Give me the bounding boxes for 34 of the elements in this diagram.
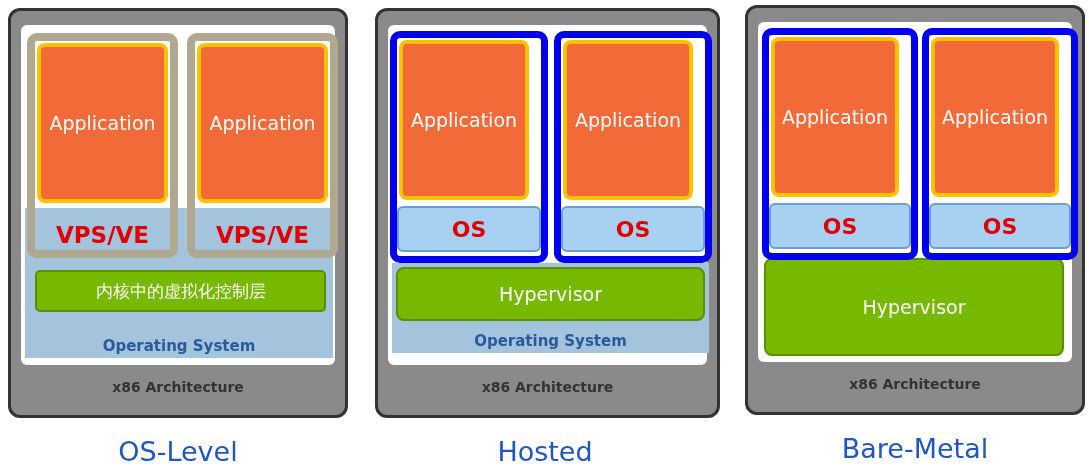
- virtual-machine-frame: [762, 28, 918, 260]
- application-box: Application: [197, 43, 328, 203]
- application-box: Application: [37, 43, 168, 203]
- guest-os-box: OS: [561, 206, 705, 252]
- hardware-panel: [745, 5, 1085, 415]
- hypervisor-layer: Hypervisor: [764, 258, 1064, 356]
- diagram-caption: Hosted: [496, 436, 594, 467]
- virtual-machine-frame: [554, 31, 712, 263]
- diagram-caption: Bare-Metal: [840, 433, 990, 464]
- virtual-machine-frame: [390, 31, 548, 263]
- kernel-virtualization-layer: 内核中的虚拟化控制层: [35, 270, 326, 312]
- host-os-layer: [25, 208, 333, 358]
- hardware-label: x86 Architecture: [848, 376, 982, 392]
- hardware-panel: [375, 8, 720, 418]
- application-box: Application: [399, 40, 529, 200]
- hardware-label: x86 Architecture: [111, 379, 245, 395]
- hypervisor-layer: Hypervisor: [396, 267, 705, 321]
- host-os-layer: [392, 263, 709, 353]
- application-box: Application: [931, 37, 1059, 197]
- diagram-caption: OS-Level: [117, 436, 239, 467]
- guest-os-box: OS: [929, 203, 1071, 249]
- application-box: Application: [563, 40, 693, 200]
- hardware-panel: [8, 8, 348, 418]
- layer-label: Operating System: [101, 337, 257, 355]
- container-label: VPS/VE: [54, 222, 151, 248]
- hardware-label: x86 Architecture: [480, 379, 615, 395]
- vps-container: [27, 33, 178, 258]
- guest-os-box: OS: [397, 206, 541, 252]
- guest-os-box: OS: [769, 203, 911, 249]
- application-box: Application: [771, 37, 899, 197]
- vps-container: [187, 33, 338, 258]
- container-label: VPS/VE: [214, 222, 311, 248]
- virtual-machine-frame: [922, 28, 1078, 260]
- layer-label: Operating System: [473, 332, 628, 350]
